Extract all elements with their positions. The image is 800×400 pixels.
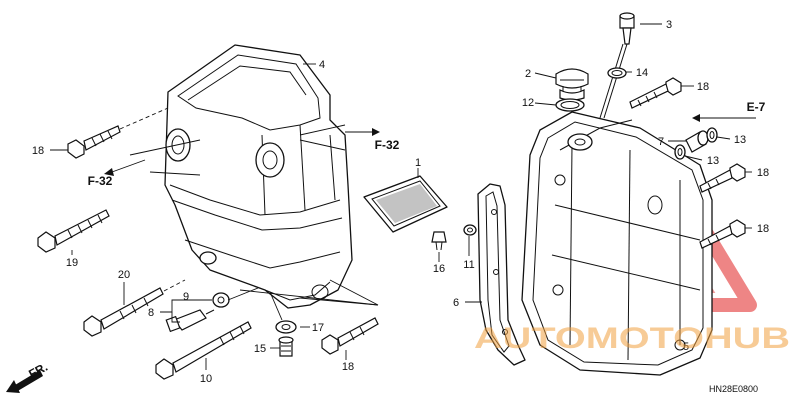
gasket-6 xyxy=(477,183,526,366)
callout-8: 8 xyxy=(148,307,154,319)
watermark-brand: AUTOMOTOHUB xyxy=(474,322,790,355)
ref-e7: E-7 xyxy=(747,100,766,114)
callout-leaders xyxy=(50,23,752,370)
front-arrow xyxy=(6,370,43,393)
callout-4: 4 xyxy=(319,59,325,71)
callout-12: 12 xyxy=(522,97,534,109)
diagram-code: HN28E0800 xyxy=(709,384,758,394)
callout-15: 15 xyxy=(254,343,266,355)
callout-13-upper: 13 xyxy=(734,134,746,146)
callout-18-upper-left: 18 xyxy=(32,145,44,157)
leader-lines-left xyxy=(129,63,379,321)
filler-cap-2 xyxy=(555,68,589,101)
o-ring-12 xyxy=(555,98,585,112)
screw-16 xyxy=(431,231,447,251)
callout-19: 19 xyxy=(66,257,78,269)
callout-2: 2 xyxy=(525,68,531,80)
callout-1: 1 xyxy=(415,157,421,169)
side-cover-5 xyxy=(521,111,713,376)
callout-17: 17 xyxy=(312,322,324,334)
washer-9 xyxy=(212,292,230,308)
callout-18-upper-right: 18 xyxy=(697,81,709,93)
bolt-19 xyxy=(37,209,110,253)
head-cover-body xyxy=(164,44,353,309)
ref-f32-right: F-32 xyxy=(375,138,400,152)
dipstick-3 xyxy=(599,12,635,119)
bolt-18-lower-center xyxy=(321,317,379,355)
e7-direction-arrow xyxy=(692,114,756,122)
callout-16: 16 xyxy=(433,263,445,275)
plug-15 xyxy=(278,336,294,357)
bolt-18-right-mid xyxy=(699,163,746,193)
washer-17 xyxy=(275,320,297,334)
ref-f32-left: F-32 xyxy=(88,174,113,188)
callout-5: 5 xyxy=(683,341,689,353)
grommet-7 xyxy=(685,130,709,153)
callout-18-lower-center: 18 xyxy=(342,361,354,373)
bolt-18-upper-left xyxy=(67,107,169,159)
callout-11: 11 xyxy=(463,259,474,271)
f32-right-arrow xyxy=(345,128,380,136)
bolt-10 xyxy=(155,321,252,380)
callout-18-right-lower: 18 xyxy=(757,223,769,235)
bolt-18-right-lower xyxy=(699,219,746,249)
sensor-8 xyxy=(165,309,215,333)
callout-9: 9 xyxy=(183,291,189,303)
bolt-20 xyxy=(83,279,186,337)
o-ring-13-upper xyxy=(706,127,718,143)
filter-1 xyxy=(363,168,448,233)
washer-11 xyxy=(463,224,477,236)
o-ring-14 xyxy=(607,67,627,79)
f32-left-arrow xyxy=(104,159,146,176)
bolt-18-upper-right xyxy=(629,77,682,109)
callout-20: 20 xyxy=(118,269,130,281)
callout-7: 7 xyxy=(658,136,664,148)
callout-14: 14 xyxy=(636,67,648,79)
callout-13-lower: 13 xyxy=(707,155,719,167)
callout-3: 3 xyxy=(666,19,672,31)
o-ring-13-lower xyxy=(674,144,686,160)
callout-6: 6 xyxy=(453,297,459,309)
callout-10: 10 xyxy=(200,373,212,385)
callout-18-right-mid: 18 xyxy=(757,167,769,179)
